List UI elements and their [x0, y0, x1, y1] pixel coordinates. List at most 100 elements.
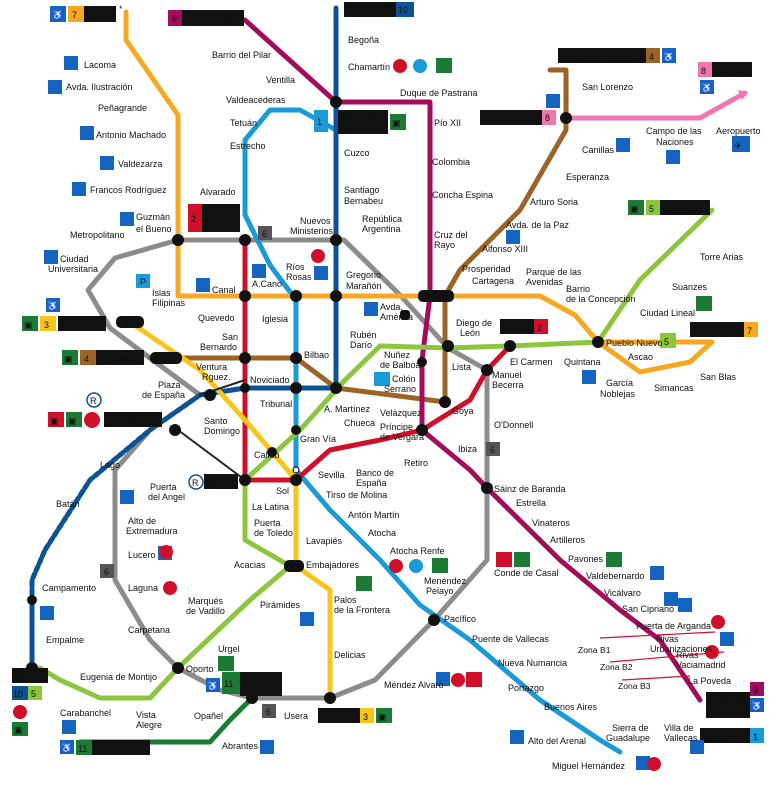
svg-text:R: R: [90, 396, 97, 406]
stop-alonso-cano[interactable]: [290, 290, 302, 302]
stop-nunez-balboa[interactable]: [417, 357, 427, 367]
stop-gregorio[interactable]: [330, 290, 342, 302]
cercanias-train-icon: ▣: [378, 712, 387, 722]
stop-pueblo-nuevo[interactable]: [592, 336, 604, 348]
interchange-nunez[interactable]: [400, 310, 410, 320]
svg-text:Ventura: Ventura: [196, 362, 227, 372]
svg-text:Canal: Canal: [212, 285, 236, 295]
svg-text:Ministerios: Ministerios: [290, 226, 334, 236]
stop-principe-pio[interactable]: [169, 424, 181, 436]
svg-text:Antonio Machado: Antonio Machado: [96, 130, 166, 140]
terminal-legazpi[interactable]: Legazpi 3 ▣: [318, 708, 392, 723]
terminal-canillejas[interactable]: ▣ 5 Canillejas: [628, 200, 710, 215]
svg-text:11: 11: [78, 744, 87, 754]
svg-text:Las Musas: Las Musas: [693, 326, 737, 336]
terminal-parque-sta-maria[interactable]: Parque de Sta.María 4 ♿: [558, 48, 676, 63]
wheelchair-icon: ♿: [207, 680, 218, 691]
terminal-aluche[interactable]: Aluche 10 5 ▣: [12, 668, 48, 736]
svg-text:Simancas: Simancas: [654, 383, 694, 393]
svg-text:Carabanchel: Carabanchel: [60, 708, 111, 718]
stop-small[interactable]: [292, 466, 300, 474]
stop-nuevos-ministerios[interactable]: [330, 234, 342, 246]
svg-text:España: España: [356, 478, 387, 488]
terminal-pitis[interactable]: ♿ 7 Pitis: [50, 6, 116, 22]
interchange-arguelles[interactable]: [150, 352, 182, 364]
terminal-congosto[interactable]: Congosto 1: [700, 728, 764, 743]
svg-text:Chamartín: Chamartín: [348, 62, 390, 72]
stop-gran-via[interactable]: [291, 425, 301, 435]
terminal-fuencarral[interactable]: Fuencarral 10: [344, 2, 414, 17]
stop-oporto[interactable]: [172, 662, 184, 674]
svg-text:Palos: Palos: [334, 595, 357, 605]
stop-sol[interactable]: [290, 474, 302, 486]
svg-text:La Poveda: La Poveda: [688, 676, 731, 686]
svg-text:Vista: Vista: [136, 710, 156, 720]
stop-plaza-espana[interactable]: [204, 389, 216, 401]
stop-canal[interactable]: [239, 290, 251, 302]
stop-ventas[interactable]: [504, 340, 516, 352]
svg-text:R: R: [192, 478, 199, 488]
stop-callao[interactable]: [267, 447, 277, 457]
stop-opera[interactable]: [239, 474, 251, 486]
svg-text:Begoña: Begoña: [348, 35, 379, 45]
stop-mar-cristal[interactable]: [560, 112, 572, 124]
svg-text:4: 4: [84, 354, 89, 364]
terminal-mar-cristal[interactable]: Mar de Cristal 8: [480, 110, 556, 125]
svg-text:Avda. Ilustración: Avda. Ilustración: [66, 82, 132, 92]
svg-text:Lista: Lista: [452, 362, 471, 372]
svg-text:Fuencarral: Fuencarral: [347, 5, 390, 15]
stop-san-bernardo[interactable]: [239, 352, 251, 364]
terminal-cuatro-caminos[interactable]: 2 Cuatro Caminos: [188, 204, 241, 232]
stop-goya[interactable]: [439, 396, 451, 408]
svg-text:Barrio: Barrio: [566, 284, 590, 294]
interchange-moncloa[interactable]: [116, 316, 144, 328]
svg-text:Rosas: Rosas: [286, 272, 312, 282]
terminal-ventas[interactable]: Ventas 2: [500, 319, 548, 334]
stop-guzman[interactable]: [172, 234, 184, 246]
terminal-arguelles[interactable]: ▣ 4 Argüelles: [62, 350, 144, 365]
svg-text:de Toledo: de Toledo: [254, 528, 293, 538]
stop-avda-america-dot[interactable]: [431, 291, 441, 301]
stop-bilbao[interactable]: [290, 352, 302, 364]
svg-text:Carpetana: Carpetana: [128, 625, 170, 635]
terminal-pan-bendito[interactable]: ♿ 11 Pan Bendito: [60, 740, 150, 755]
svg-text:Pan Bendito: Pan Bendito: [95, 744, 144, 754]
svg-text:Antón Martín: Antón Martín: [348, 510, 400, 520]
cercanias-train-icon: ▣: [24, 320, 33, 330]
svg-text:Universitaria: Universitaria: [48, 264, 98, 274]
terminal-plaza-castilla[interactable]: 1 Plaza de Castilla ▣: [314, 110, 406, 134]
svg-text:5: 5: [649, 204, 654, 214]
svg-text:Artilleros: Artilleros: [550, 535, 586, 545]
stop-casa-campo[interactable]: [27, 595, 37, 605]
terminal-opera[interactable]: R Opera: [188, 474, 238, 490]
stop-plaza-castilla[interactable]: [330, 96, 342, 108]
terminal-principe-pio[interactable]: ▣ ▣ Príncipe Pío R: [48, 392, 162, 428]
stop-noviciado[interactable]: [240, 383, 250, 393]
terminal-plaza-eliptica[interactable]: ♿ 11 Plaza Elíptica: [206, 672, 282, 696]
svg-text:Pelayo: Pelayo: [426, 586, 454, 596]
terminal-barajas[interactable]: 8 Barajas ♿: [698, 62, 752, 94]
stop-tribunal[interactable]: [290, 382, 302, 394]
stop-embajadores[interactable]: [287, 561, 297, 571]
cercanias-train-icon: ▣: [392, 118, 401, 128]
terminal-herrera[interactable]: 9 Herrera Oria: [168, 10, 244, 26]
stop-cuatro-caminos[interactable]: [239, 234, 251, 246]
svg-text:Plaza: Plaza: [158, 380, 181, 390]
svg-text:Aluche: Aluche: [15, 672, 43, 682]
terminal-arganda[interactable]: Arganda del Rey 9 ♿: [706, 682, 764, 718]
svg-text:Esperanza: Esperanza: [566, 172, 609, 182]
stop-manuel-becerra[interactable]: [481, 364, 493, 376]
stop-principe-vergara[interactable]: [416, 424, 428, 436]
svg-text:Vicálvaro: Vicálvaro: [604, 588, 641, 598]
svg-text:Abrantes: Abrantes: [222, 741, 259, 751]
stop-diego-leon[interactable]: [442, 340, 454, 352]
svg-text:Tribunal: Tribunal: [260, 399, 292, 409]
svg-text:Colón: Colón: [392, 374, 416, 384]
stop-alonso-martinez[interactable]: [330, 382, 342, 394]
stop-pacifico[interactable]: [428, 614, 440, 626]
terminal-moncloa[interactable]: ▣ 3 Moncloa ♿: [22, 298, 106, 331]
stop-legazpi[interactable]: [324, 692, 336, 704]
svg-text:Rguez.: Rguez.: [202, 372, 231, 382]
terminal-las-musas[interactable]: Las Musas 7: [690, 322, 758, 337]
stop-sainz-baranda[interactable]: [481, 482, 493, 494]
